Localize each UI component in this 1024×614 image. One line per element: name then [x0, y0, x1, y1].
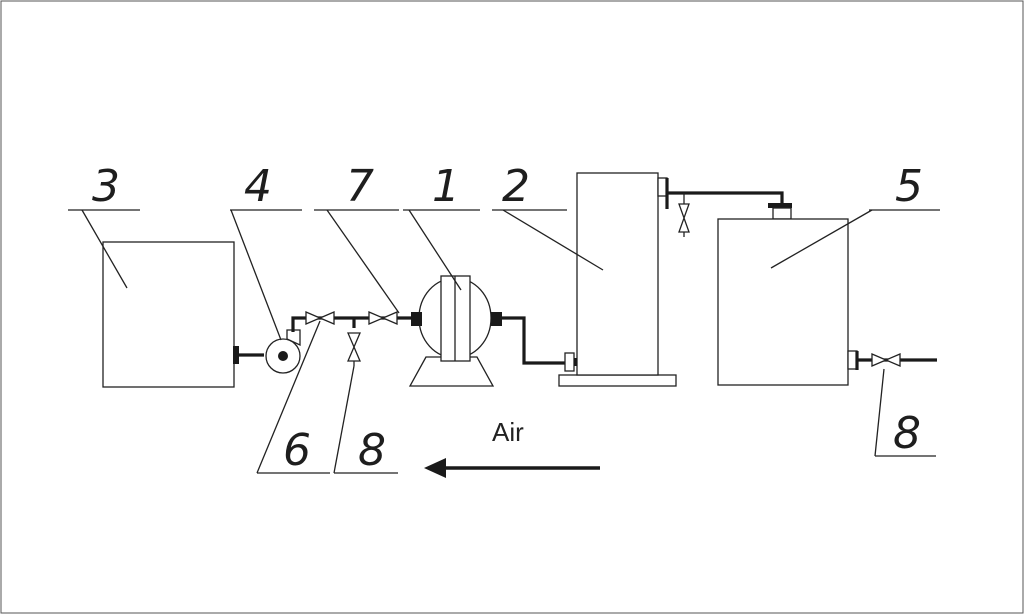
- label-tank-5: 5: [895, 161, 923, 212]
- air-flow-arrow: [424, 458, 600, 478]
- label-pump-4: 4: [244, 161, 272, 212]
- valve-8-right: [871, 353, 901, 367]
- leader-lines: [68, 209, 940, 474]
- label-valve-8-right: 8: [893, 408, 921, 459]
- valve-6: [305, 311, 335, 325]
- valve-8-left: [347, 332, 361, 366]
- column-2: [558, 172, 677, 387]
- tank-3: [102, 241, 264, 388]
- air-flow-label: Air: [492, 417, 524, 447]
- valve-7: [368, 311, 398, 325]
- apparatus-1: [408, 275, 502, 387]
- label-valve-7: 7: [346, 161, 374, 212]
- transfer-pipe: [502, 316, 566, 365]
- label-column-2: 2: [502, 161, 530, 212]
- label-valve-6: 6: [283, 425, 311, 476]
- label-tank-3: 3: [92, 161, 120, 212]
- tank-5: [717, 218, 937, 386]
- label-valve-8-left: 8: [358, 425, 386, 476]
- label-apparatus-1: 1: [432, 161, 460, 212]
- pump-4: [265, 329, 301, 374]
- overhead-pipe: [667, 191, 792, 237]
